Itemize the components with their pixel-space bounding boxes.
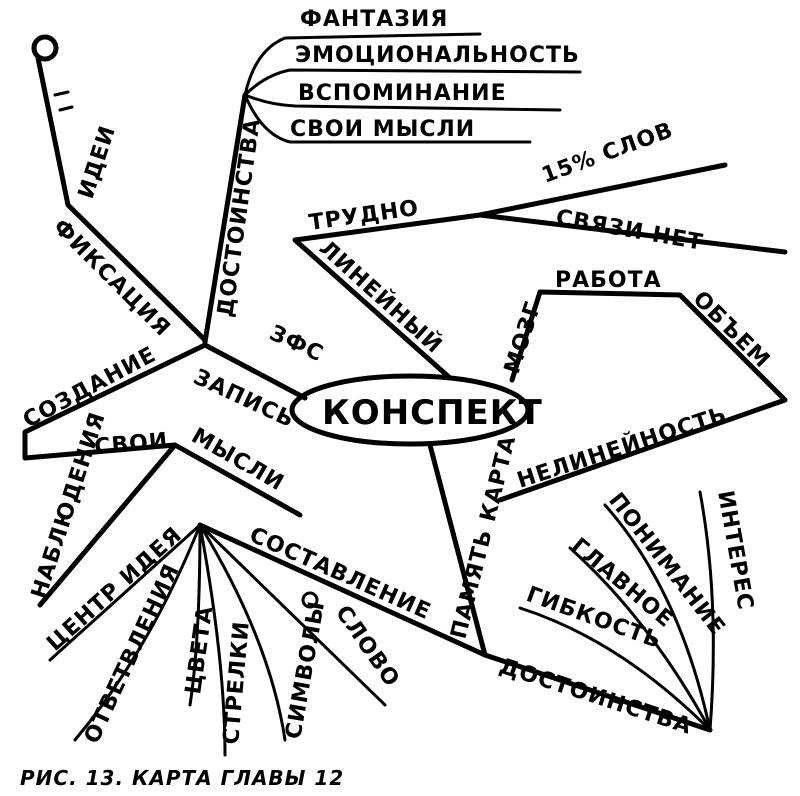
linear-label: ЛИНЕЙНЫЙ <box>314 235 447 359</box>
fantasy-label: ФАНТАЗИЯ <box>300 7 448 32</box>
linear-branch <box>292 162 788 381</box>
memory-map-branch <box>427 442 488 658</box>
brain-label: МОЗГ <box>500 299 547 377</box>
work-label: РАБОТА <box>555 268 662 293</box>
creation-branch <box>22 342 303 608</box>
emotionality-label: ЭМОЦИОНАЛЬНОСТЬ <box>295 43 580 68</box>
zfs-label: ЗФС <box>265 321 327 368</box>
no-connection-label: СВЯЗИ НЕТ <box>554 205 705 255</box>
connector-lines <box>22 32 788 757</box>
center-node: КОНСПЕКТ <box>322 393 543 433</box>
key-teeth <box>53 90 74 112</box>
figure-caption: РИС. 13. КАРТА ГЛАВЫ 12 <box>20 766 344 790</box>
merits-top-subbranches <box>243 32 582 144</box>
center-oval <box>289 373 531 447</box>
merits-top-label: ДОСТОИНСТВА <box>213 116 266 318</box>
record-label: ЗАПИСЬ <box>189 365 298 433</box>
ideas-label: ИДЕИ <box>74 122 121 201</box>
volume-label: ОБЪЕМ <box>688 287 775 374</box>
composition-subbranches <box>48 523 387 757</box>
record-branch <box>202 342 308 401</box>
nonlinearity-label: НЕЛИНЕЙНОСТЬ <box>514 401 730 493</box>
word-key-icon <box>301 591 319 609</box>
colors-label: ЦВЕТА <box>181 604 218 696</box>
fixation-label: ФИКСАЦИЯ <box>48 215 175 342</box>
key-icon <box>31 34 59 62</box>
brain-branch <box>497 289 788 503</box>
merits-bottom-label: ДОСТОИНСТВА <box>496 654 695 740</box>
ideas-branch <box>35 55 208 343</box>
arrows-label: СТРЕЛКИ <box>219 620 255 746</box>
own-thoughts-label: СВОИ МЫСЛИ <box>290 117 475 142</box>
merits-bottom-subbranches <box>518 490 715 732</box>
interest-label: ИНТЕРЕС <box>712 489 758 613</box>
composition-branch <box>197 522 713 733</box>
symbols-label: СИМВОЛЫ <box>281 599 330 741</box>
merits-top-branch <box>202 92 248 345</box>
memory-map-label: ПАМЯТЬ КАРТА <box>447 433 522 642</box>
recollection-label: ВСПОМИНАНИЕ <box>298 81 507 106</box>
